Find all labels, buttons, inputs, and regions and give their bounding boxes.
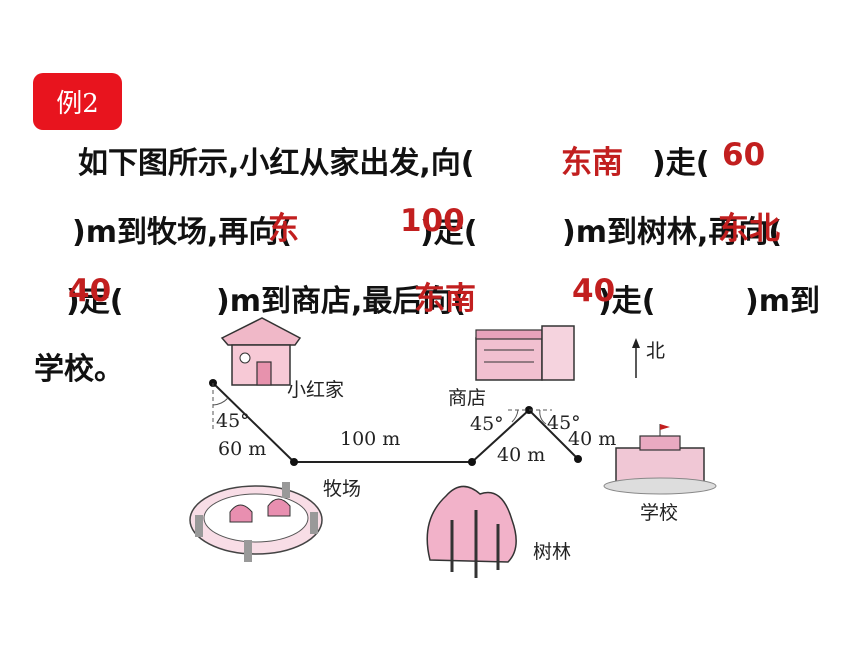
angle-label-2: 45°: [470, 413, 504, 435]
answer-1: 东南: [561, 145, 623, 181]
answer-8: 40: [572, 273, 616, 309]
answer-3: 东: [268, 211, 299, 247]
angle-label-3: 45°: [547, 412, 581, 434]
north-label: 北: [646, 340, 666, 362]
shop-label: 商店: [448, 387, 487, 409]
answer-6: 40: [68, 273, 112, 309]
example-badge: 例2: [33, 73, 122, 130]
forest-icon: [426, 485, 517, 578]
problem-line-4: 学校。: [34, 352, 124, 387]
answer-5: 东北: [718, 211, 780, 247]
problem-line-3d: )m到: [745, 284, 820, 319]
problem-line-3a: )走(: [66, 284, 124, 319]
distance-label-3: 40 m: [497, 444, 546, 466]
shop-icon: [475, 325, 575, 381]
farm-label: 牧场: [323, 478, 362, 500]
answer-4: 100: [400, 203, 465, 239]
school-label: 学校: [640, 502, 679, 524]
home-label: 小红家: [287, 379, 345, 401]
distance-label-2: 100 m: [340, 428, 401, 450]
house-icon: [220, 317, 302, 386]
distance-label-4: 40 m: [568, 428, 617, 450]
problem-line-3b: )m到商店,最后向(: [216, 284, 467, 319]
north-arrow-icon: [632, 338, 640, 378]
problem-line-1a: 如下图所示,小红从家出发,向(: [78, 146, 475, 181]
school-icon: [603, 424, 717, 495]
farm-icon: [189, 482, 323, 562]
problem-line-2b: )走(: [420, 215, 478, 250]
answer-2: 60: [722, 137, 766, 173]
forest-label: 树林: [533, 541, 572, 563]
distance-label-1: 60 m: [218, 438, 267, 460]
problem-line-1b: )走(: [652, 146, 710, 181]
angle-label-1: 45°: [216, 410, 250, 432]
problem-line-2a: )m到牧场,再向(: [72, 215, 293, 250]
answer-7: 东南: [414, 281, 476, 317]
problem-line-2c: )m到树林,再向(: [562, 215, 783, 250]
problem-line-3c: )走(: [598, 284, 656, 319]
